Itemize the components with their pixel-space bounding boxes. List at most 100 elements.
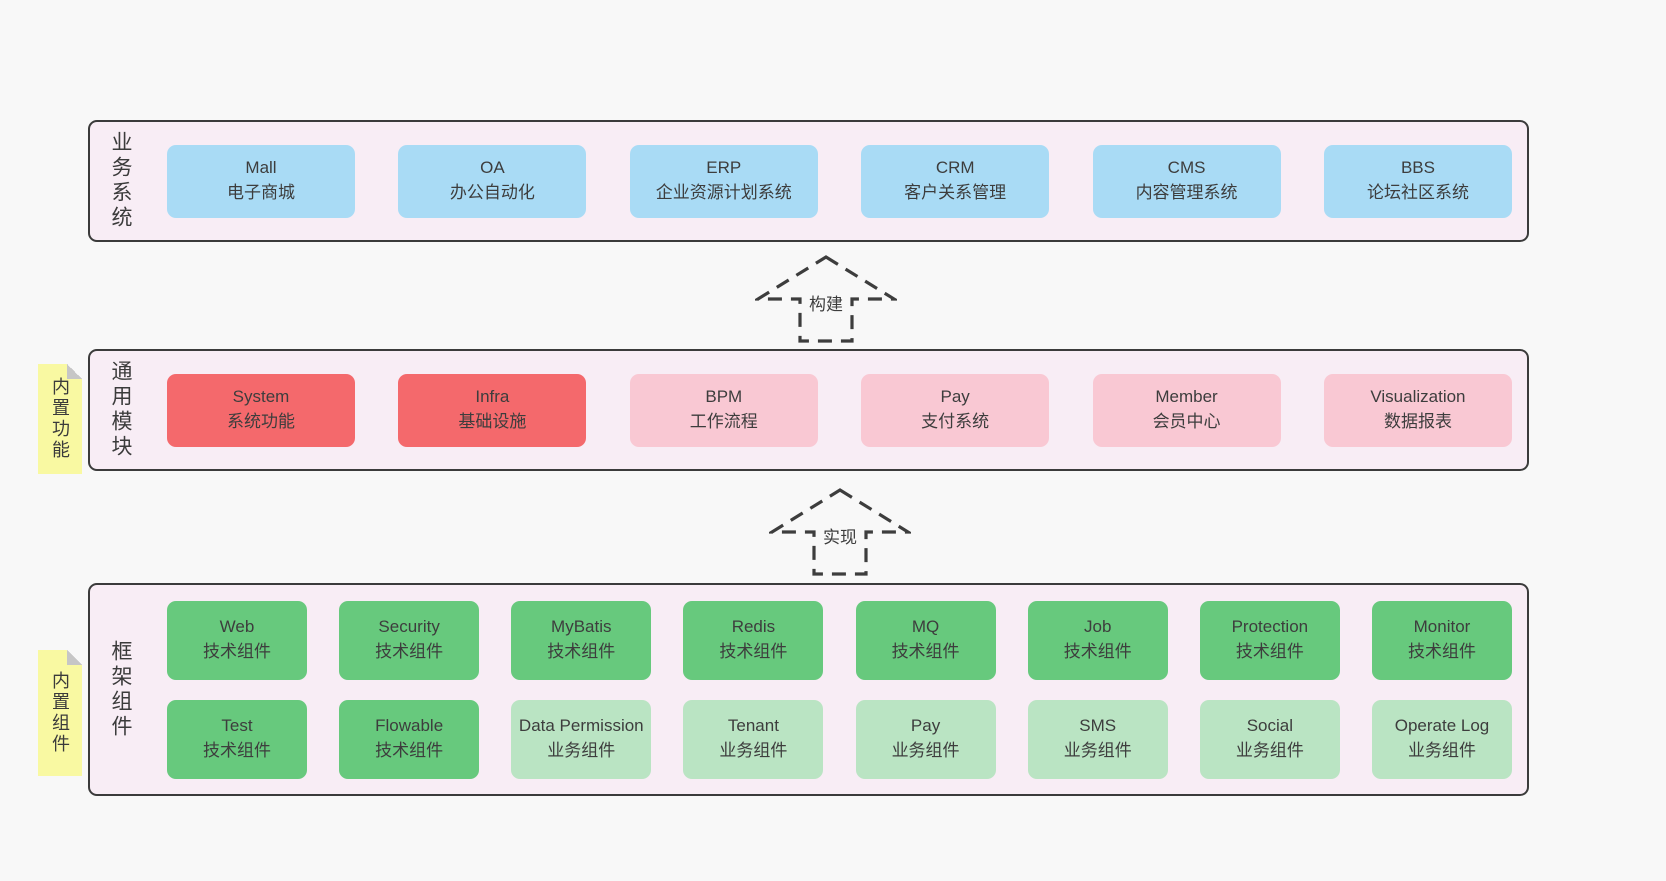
build-arrow: 构建: [755, 254, 897, 344]
node-security: Security 技术组件: [339, 600, 480, 680]
node-title: Flowable: [375, 716, 444, 736]
node-title: Member: [1155, 387, 1218, 407]
business-systems-panel: 业务系统 Mall 电子商城 OA 办公自动化 ERP 企业资源计划系统 CRM…: [88, 120, 1529, 242]
node-tenant: Tenant 业务组件: [683, 699, 824, 779]
node-title: BBS: [1400, 158, 1435, 178]
common-modules-boxes: System 系统功能 Infra 基础设施 BPM 工作流程 Pay 支付系统…: [143, 351, 1527, 469]
node-subtitle: 技术组件: [547, 642, 616, 661]
node-subtitle: 会员中心: [1152, 412, 1221, 431]
node-subtitle: 业务组件: [1407, 741, 1476, 760]
common-modules-label: 通用模块: [109, 360, 132, 460]
builtin-features-sticky: 内置功能: [38, 364, 82, 474]
node-title: Tenant: [727, 716, 779, 736]
node-protection: Protection 技术组件: [1199, 600, 1340, 680]
node-subtitle: 技术组件: [1235, 642, 1304, 661]
node-member: Member 会员中心: [1092, 373, 1281, 447]
node-title: ERP: [706, 158, 742, 178]
node-subtitle: 技术组件: [719, 642, 788, 661]
node-subtitle: 技术组件: [1063, 642, 1132, 661]
node-mybatis: MyBatis 技术组件: [511, 600, 652, 680]
node-title: MQ: [911, 617, 940, 637]
node-subtitle: 企业资源计划系统: [655, 183, 792, 202]
node-title: Job: [1083, 617, 1112, 637]
node-monitor: Monitor 技术组件: [1371, 600, 1512, 680]
node-bbs: BBS 论坛社区系统: [1323, 144, 1512, 218]
node-pay: Pay 支付系统: [861, 373, 1050, 447]
node-title: Infra: [475, 387, 510, 407]
node-system: System 系统功能: [167, 373, 355, 447]
common-modules-panel: 通用模块 System 系统功能 Infra 基础设施 BPM 工作流程 Pay…: [88, 349, 1529, 471]
node-title: Social: [1246, 716, 1293, 736]
node-title: Test: [221, 716, 253, 736]
node-sms: SMS 业务组件: [1027, 699, 1168, 779]
node-title: CMS: [1167, 158, 1206, 178]
node-title: OA: [480, 158, 505, 178]
node-subtitle: 业务组件: [547, 741, 616, 760]
node-subtitle: 工作流程: [689, 412, 758, 431]
node-subtitle: 技术组件: [1407, 642, 1476, 661]
node-subtitle: 技术组件: [375, 741, 444, 760]
node-title: BPM: [705, 387, 743, 407]
node-title: Visualization: [1370, 387, 1466, 407]
node-oa: OA 办公自动化: [398, 144, 587, 218]
node-job: Job 技术组件: [1027, 600, 1168, 680]
build-arrow-label: 构建: [755, 289, 897, 316]
node-title: Mall: [245, 158, 277, 178]
node-data-permission: Data Permission 业务组件: [511, 699, 652, 779]
node-pay-component: Pay 业务组件: [855, 699, 996, 779]
node-title: Pay: [940, 387, 970, 407]
node-mq: MQ 技术组件: [855, 600, 996, 680]
node-title: CRM: [935, 158, 975, 178]
node-subtitle: 系统功能: [227, 412, 295, 431]
node-title: Pay: [910, 716, 941, 736]
node-subtitle: 技术组件: [203, 741, 271, 760]
node-subtitle: 数据报表: [1383, 412, 1452, 431]
business-systems-boxes: Mall 电子商城 OA 办公自动化 ERP 企业资源计划系统 CRM 客户关系…: [143, 122, 1527, 240]
framework-components-panel: 框架组件 Web 技术组件 Security 技术组件 MyBatis 技术组件…: [88, 583, 1529, 796]
node-redis: Redis 技术组件: [683, 600, 824, 680]
node-title: System: [232, 387, 290, 407]
node-title: Protection: [1231, 617, 1309, 637]
up-block-arrow-icon: [769, 488, 911, 576]
node-title: SMS: [1079, 716, 1117, 736]
implement-arrow-label: 实现: [769, 522, 911, 549]
node-subtitle: 业务组件: [1235, 741, 1304, 760]
node-title: Security: [378, 617, 440, 637]
node-title: Redis: [731, 617, 776, 637]
node-subtitle: 办公自动化: [449, 183, 535, 202]
node-subtitle: 内容管理系统: [1135, 183, 1238, 202]
node-title: MyBatis: [551, 617, 612, 637]
node-title: Data Permission: [518, 716, 644, 736]
node-cms: CMS 内容管理系统: [1092, 144, 1281, 218]
node-title: Web: [219, 617, 255, 637]
node-flowable: Flowable 技术组件: [339, 699, 480, 779]
node-subtitle: 论坛社区系统: [1366, 183, 1469, 202]
node-operate-log: Operate Log 业务组件: [1371, 699, 1512, 779]
node-subtitle: 业务组件: [1063, 741, 1132, 760]
node-subtitle: 技术组件: [891, 642, 960, 661]
node-infra: Infra 基础设施: [398, 373, 587, 447]
node-subtitle: 技术组件: [203, 642, 271, 661]
node-title: Monitor: [1413, 617, 1471, 637]
node-subtitle: 客户关系管理: [904, 183, 1007, 202]
node-erp: ERP 企业资源计划系统: [629, 144, 818, 218]
node-subtitle: 业务组件: [719, 741, 788, 760]
node-crm: CRM 客户关系管理: [861, 144, 1050, 218]
framework-components-label: 框架组件: [109, 639, 132, 740]
up-block-arrow-icon: [755, 255, 897, 343]
framework-components-boxes: Web 技术组件 Security 技术组件 MyBatis 技术组件 Redi…: [143, 585, 1527, 794]
node-bpm: BPM 工作流程: [629, 373, 818, 447]
node-test: Test 技术组件: [167, 699, 307, 779]
business-systems-label: 业务系统: [109, 131, 132, 231]
node-subtitle: 技术组件: [375, 642, 444, 661]
node-visualization: Visualization 数据报表: [1323, 373, 1512, 447]
node-subtitle: 电子商城: [227, 183, 295, 202]
node-title: Operate Log: [1394, 716, 1490, 736]
node-mall: Mall 电子商城: [167, 144, 355, 218]
node-subtitle: 支付系统: [921, 412, 990, 431]
implement-arrow: 实现: [769, 487, 911, 577]
node-web: Web 技术组件: [167, 600, 307, 680]
builtin-components-sticky: 内置组件: [38, 650, 82, 776]
node-subtitle: 基础设施: [458, 412, 527, 431]
node-social: Social 业务组件: [1199, 699, 1340, 779]
